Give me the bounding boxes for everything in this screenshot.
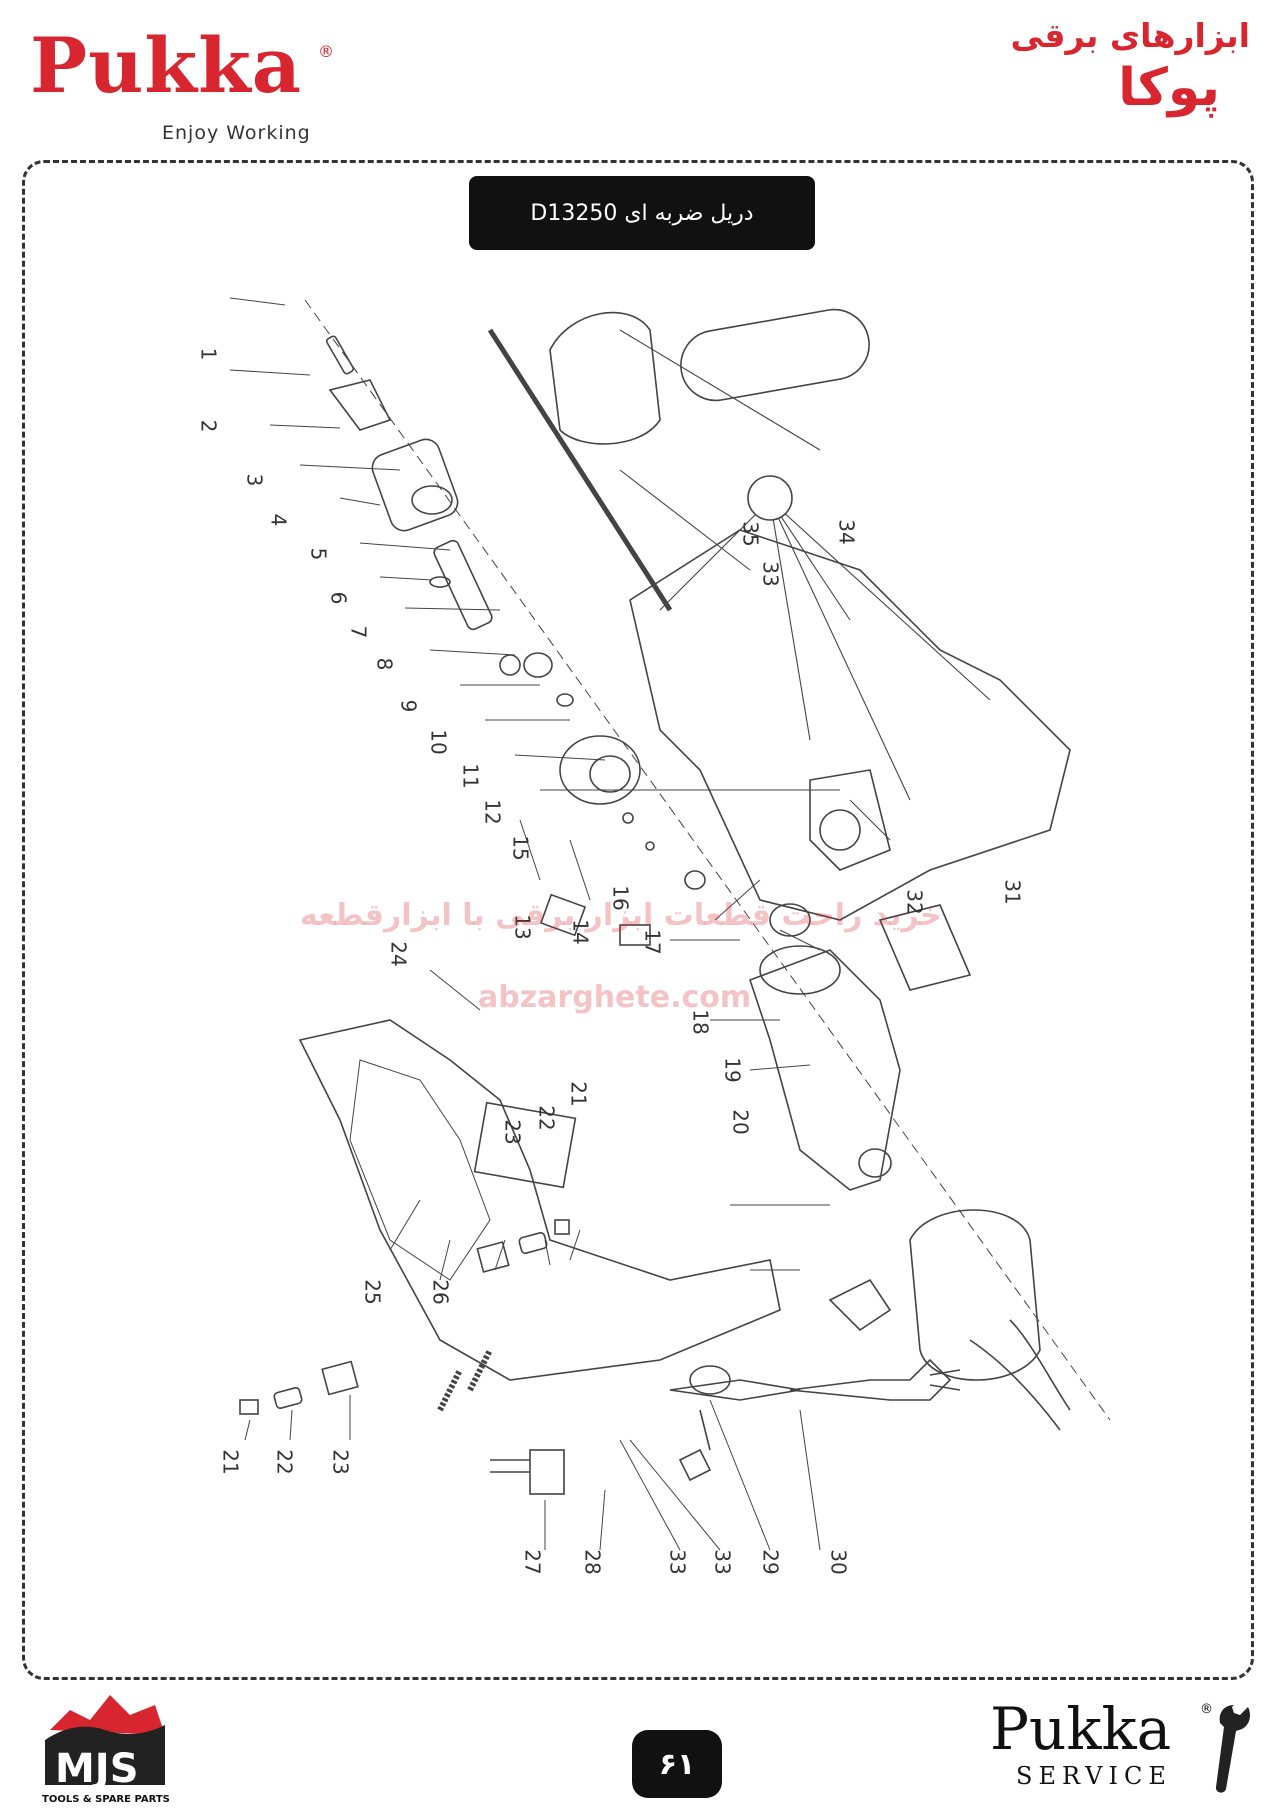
registered-mark: ®	[318, 42, 334, 61]
part-label: 3	[242, 473, 267, 487]
part-label: 11	[458, 763, 483, 789]
part-label: 21	[566, 1081, 591, 1107]
fa-heading-line1: ابزارهای برقی	[1010, 16, 1250, 55]
mjs-text: MJS	[55, 1746, 139, 1790]
part-label: 34	[834, 519, 859, 545]
part-label: 31	[1000, 879, 1025, 905]
part-label: 15	[508, 835, 533, 861]
part-label: 2	[196, 419, 221, 433]
part-label: 23	[500, 1119, 525, 1145]
part-label: 33	[665, 1549, 690, 1575]
part-label: 1	[196, 347, 221, 361]
service-subtitle: SERVICE	[1016, 1762, 1172, 1790]
part-label: 4	[266, 513, 291, 527]
part-label: 24	[386, 941, 411, 967]
part-label: 12	[480, 799, 505, 825]
part-label: 33	[710, 1549, 735, 1575]
part-label: 6	[326, 591, 351, 605]
part-label: 26	[428, 1279, 453, 1305]
part-label: 29	[758, 1549, 783, 1575]
part-label: 10	[426, 729, 451, 755]
part-label: 23	[328, 1449, 353, 1475]
part-label: 22	[534, 1105, 559, 1131]
fa-heading-line2: پوکا	[1118, 58, 1220, 118]
page-title: دریل ضربه ای D13250	[469, 176, 815, 250]
part-label: 22	[272, 1449, 297, 1475]
service-registered-mark: ®	[1200, 1702, 1213, 1717]
part-label: 35	[738, 521, 763, 547]
logo-tagline: Enjoy Working	[162, 122, 311, 144]
part-label: 5	[306, 547, 331, 561]
part-label: 25	[360, 1279, 385, 1305]
part-label: 7	[346, 625, 371, 639]
pukka-service-logo: Pukka	[990, 1695, 1172, 1763]
part-label: 19	[720, 1057, 745, 1083]
watermark-url: abzarghete.com	[478, 980, 752, 1015]
part-label: 33	[758, 561, 783, 587]
part-label: 17	[640, 929, 665, 955]
part-label: 27	[520, 1549, 545, 1575]
part-labels: 1 2 3 4 5 6 7 8 9 10 11 12 13 14 15 16 1…	[150, 280, 1130, 1640]
mjs-logo: MJS	[40, 1690, 170, 1790]
part-label: 28	[580, 1549, 605, 1575]
watermark-text: خرید راحت قطعات ابزار برقی با ابزارقطعه	[300, 898, 942, 933]
content-frame	[22, 160, 1254, 1680]
part-label: 21	[218, 1449, 243, 1475]
part-label: 30	[826, 1549, 851, 1575]
wrench-icon	[1215, 1705, 1250, 1793]
pukka-logo: Pukka	[30, 21, 302, 110]
exploded-parts-diagram	[229, 297, 1111, 1551]
part-label: 9	[396, 699, 421, 713]
mjs-subtitle: TOOLS & SPARE PARTS	[42, 1794, 170, 1805]
part-label: 20	[728, 1109, 753, 1135]
part-label: 8	[372, 657, 397, 671]
page-number: ۶۱	[632, 1730, 722, 1798]
